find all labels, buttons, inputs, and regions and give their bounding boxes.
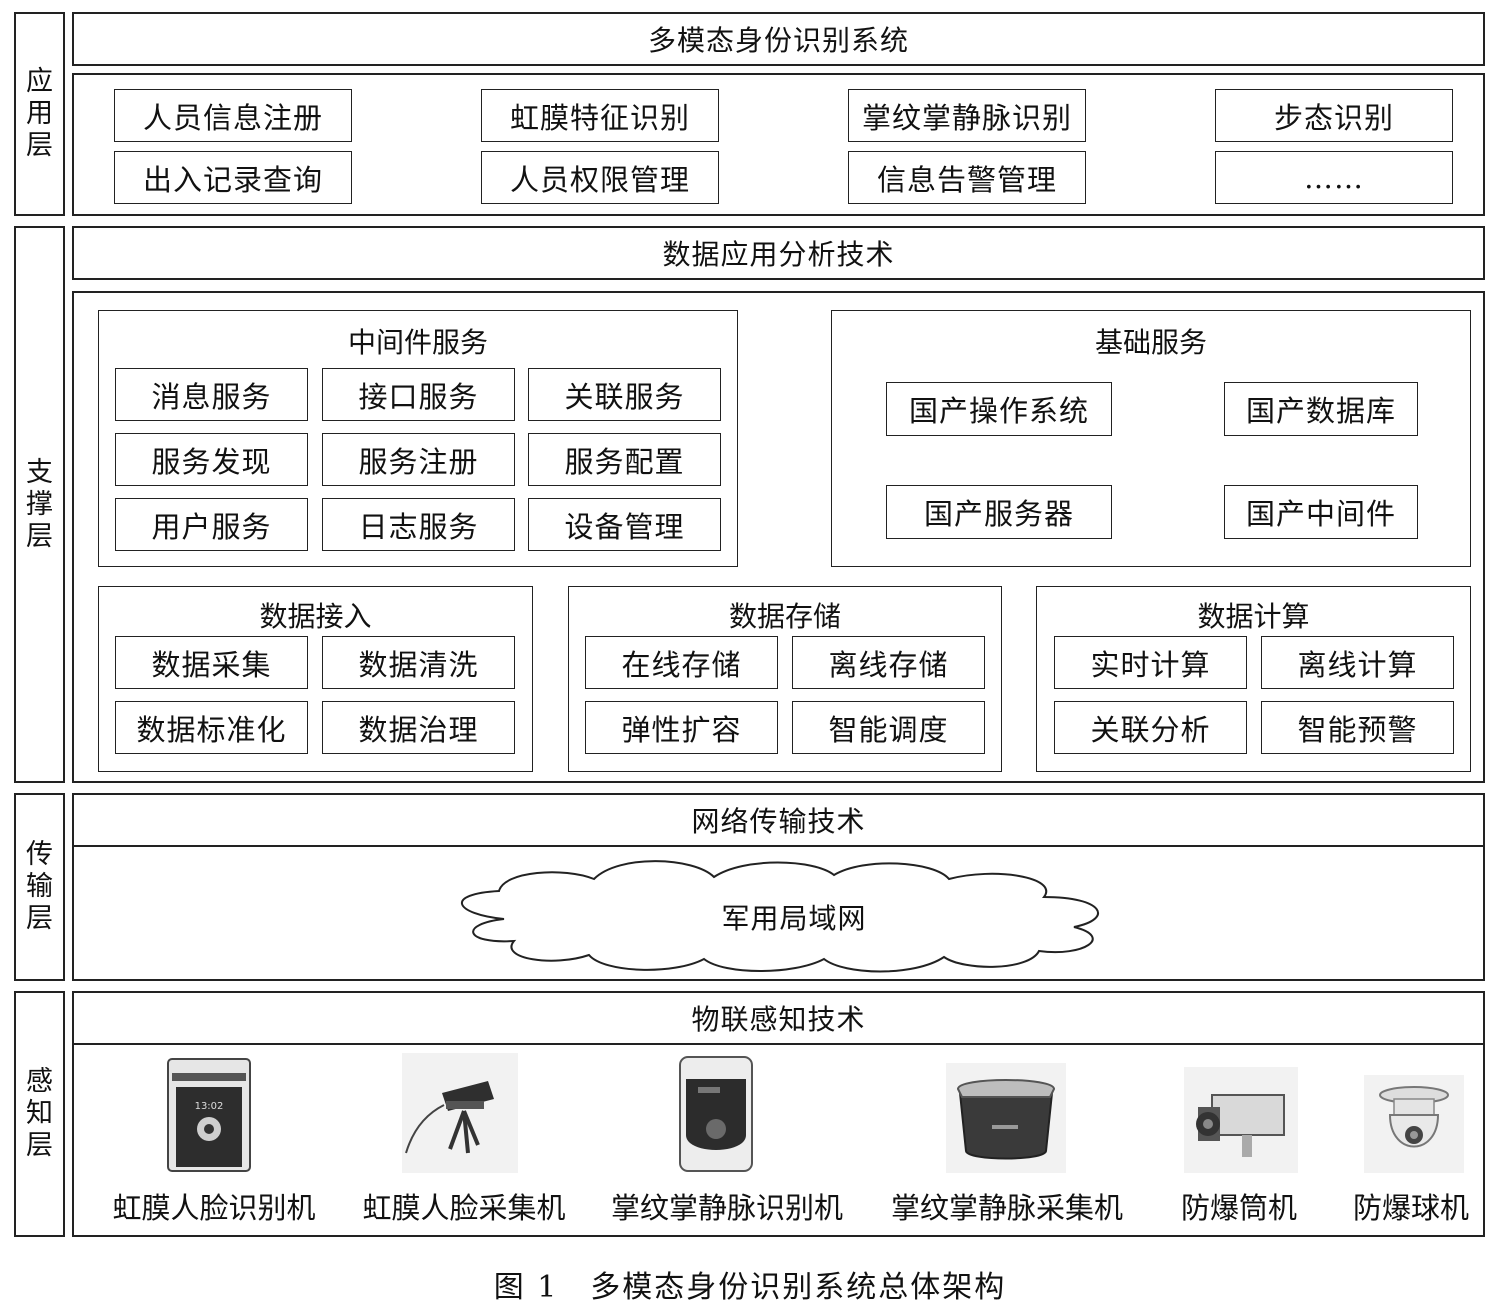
app-item: 出入记录查询 xyxy=(114,151,352,204)
cloud-label: 军用局域网 xyxy=(721,902,867,935)
data-storage-item: 智能调度 xyxy=(792,701,985,754)
data-access-item: 数据采集 xyxy=(115,636,308,689)
basic-item: 国产中间件 xyxy=(1224,485,1418,539)
layer-label-transport: 传输层 xyxy=(14,793,65,981)
device-label: 掌纹掌静脉识别机 xyxy=(610,1191,843,1225)
layer-label-perception: 感知层 xyxy=(14,991,65,1237)
middleware-item: 关联服务 xyxy=(528,368,721,421)
perception-header-text: 物联感知技术 xyxy=(691,1003,866,1036)
data-access-item: 数据治理 xyxy=(322,701,515,754)
data-compute-item: 离线计算 xyxy=(1261,636,1454,689)
layer-label-application: 应用层 xyxy=(14,12,65,216)
iris-face-capture-icon xyxy=(402,1053,518,1173)
application-header: 多模态身份识别系统 xyxy=(72,12,1485,66)
layer-label-text: 支撑层 xyxy=(26,456,53,552)
device-label: 防爆球机 xyxy=(1352,1191,1469,1225)
app-item: 步态识别 xyxy=(1215,89,1453,142)
data-storage-item: 在线存储 xyxy=(585,636,778,689)
palm-vein-capture-icon xyxy=(946,1063,1066,1173)
middleware-item: 服务发现 xyxy=(115,433,308,486)
data-compute-group: 数据计算 实时计算 离线计算 关联分析 智能预警 xyxy=(1036,586,1471,772)
palm-vein-recognizer-icon xyxy=(679,1056,753,1172)
middleware-item: 消息服务 xyxy=(115,368,308,421)
data-storage-item: 离线存储 xyxy=(792,636,985,689)
transport-panel: 军用局域网 xyxy=(72,845,1485,981)
device-label: 虹膜人脸采集机 xyxy=(362,1191,566,1225)
dome-camera-icon xyxy=(1364,1075,1464,1173)
layer-label-text: 感知层 xyxy=(26,1066,53,1161)
device-label: 虹膜人脸识别机 xyxy=(112,1191,316,1225)
support-header-text: 数据应用分析技术 xyxy=(662,238,895,271)
application-panel: 人员信息注册 虹膜特征识别 掌纹掌静脉识别 步态识别 出入记录查询 人员权限管理… xyxy=(72,73,1485,216)
transport-header-text: 网络传输技术 xyxy=(691,805,866,838)
data-access-group: 数据接入 数据采集 数据清洗 数据标准化 数据治理 xyxy=(98,586,533,772)
app-item: 信息告警管理 xyxy=(848,151,1086,204)
middleware-item: 设备管理 xyxy=(528,498,721,551)
data-compute-item: 智能预警 xyxy=(1261,701,1454,754)
middleware-item: 接口服务 xyxy=(322,368,515,421)
data-storage-group: 数据存储 在线存储 离线存储 弹性扩容 智能调度 xyxy=(568,586,1002,772)
layer-label-text: 应用层 xyxy=(26,66,53,161)
data-compute-title: 数据计算 xyxy=(1197,600,1310,633)
basic-item: 国产操作系统 xyxy=(886,382,1112,436)
support-panel: 中间件服务 消息服务 接口服务 关联服务 服务发现 服务注册 服务配置 用户服务… xyxy=(72,291,1485,783)
basic-item: 国产数据库 xyxy=(1224,382,1418,436)
basic-item: 国产服务器 xyxy=(886,485,1112,539)
data-storage-title: 数据存储 xyxy=(728,600,841,633)
perception-panel: 13:02 虹膜人脸识别机 虹膜人脸采集机 掌纹掌静脉识别机 掌纹掌静脉采集机 xyxy=(72,1043,1485,1237)
perception-header: 物联感知技术 xyxy=(72,991,1485,1045)
device-label: 掌纹掌静脉采集机 xyxy=(890,1191,1123,1225)
data-storage-item: 弹性扩容 xyxy=(585,701,778,754)
svg-text:13:02: 13:02 xyxy=(195,1101,224,1112)
data-access-item: 数据清洗 xyxy=(322,636,515,689)
support-header: 数据应用分析技术 xyxy=(72,226,1485,280)
app-item: 人员权限管理 xyxy=(481,151,719,204)
app-item: 虹膜特征识别 xyxy=(481,89,719,142)
layer-label-support: 支撑层 xyxy=(14,226,65,783)
figure-caption: 图 1 多模态身份识别系统总体架构 xyxy=(493,1270,1007,1305)
middleware-title: 中间件服务 xyxy=(347,326,488,359)
layer-label-text: 传输层 xyxy=(26,839,53,934)
middleware-item: 服务配置 xyxy=(528,433,721,486)
middleware-group: 中间件服务 消息服务 接口服务 关联服务 服务发现 服务注册 服务配置 用户服务… xyxy=(98,310,738,567)
middleware-item: 服务注册 xyxy=(322,433,515,486)
data-access-title: 数据接入 xyxy=(259,600,372,633)
middleware-item: 用户服务 xyxy=(115,498,308,551)
app-item: …… xyxy=(1215,151,1453,204)
device-label: 防爆筒机 xyxy=(1180,1191,1297,1225)
transport-header: 网络传输技术 xyxy=(72,793,1485,847)
basic-services-title: 基础服务 xyxy=(1094,326,1207,359)
data-compute-item: 关联分析 xyxy=(1054,701,1247,754)
iris-face-recognizer-icon: 13:02 xyxy=(167,1058,251,1172)
application-header-text: 多模态身份识别系统 xyxy=(647,24,909,57)
middleware-item: 日志服务 xyxy=(322,498,515,551)
data-access-item: 数据标准化 xyxy=(115,701,308,754)
app-item: 掌纹掌静脉识别 xyxy=(848,89,1086,142)
app-item: 人员信息注册 xyxy=(114,89,352,142)
bullet-camera-icon xyxy=(1184,1067,1298,1173)
basic-services-group: 基础服务 国产操作系统 国产数据库 国产服务器 国产中间件 xyxy=(831,310,1471,567)
cloud-icon xyxy=(461,860,1099,973)
data-compute-item: 实时计算 xyxy=(1054,636,1247,689)
